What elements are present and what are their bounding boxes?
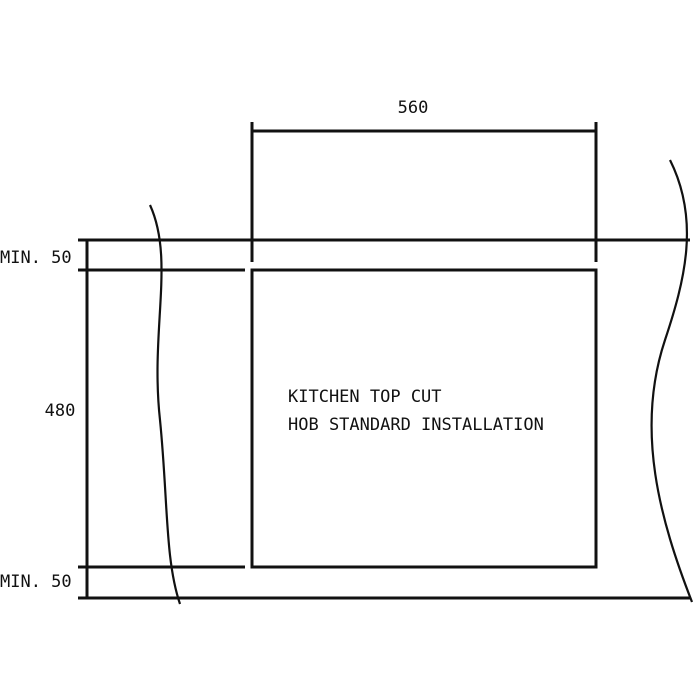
- width-dimension-label: 560: [398, 98, 429, 118]
- cutout-label-line2: HOB STANDARD INSTALLATION: [288, 415, 544, 435]
- right-break-line: [650, 159, 694, 603]
- top-clearance-label: MIN. 50: [0, 248, 72, 268]
- height-dimension-label: 480: [45, 401, 76, 421]
- cutout-rectangle: [250, 268, 598, 569]
- left-break-line: [148, 204, 182, 605]
- cutout-label-line1: KITCHEN TOP CUT: [288, 387, 442, 407]
- bottom-clearance-label: MIN. 50: [0, 572, 72, 592]
